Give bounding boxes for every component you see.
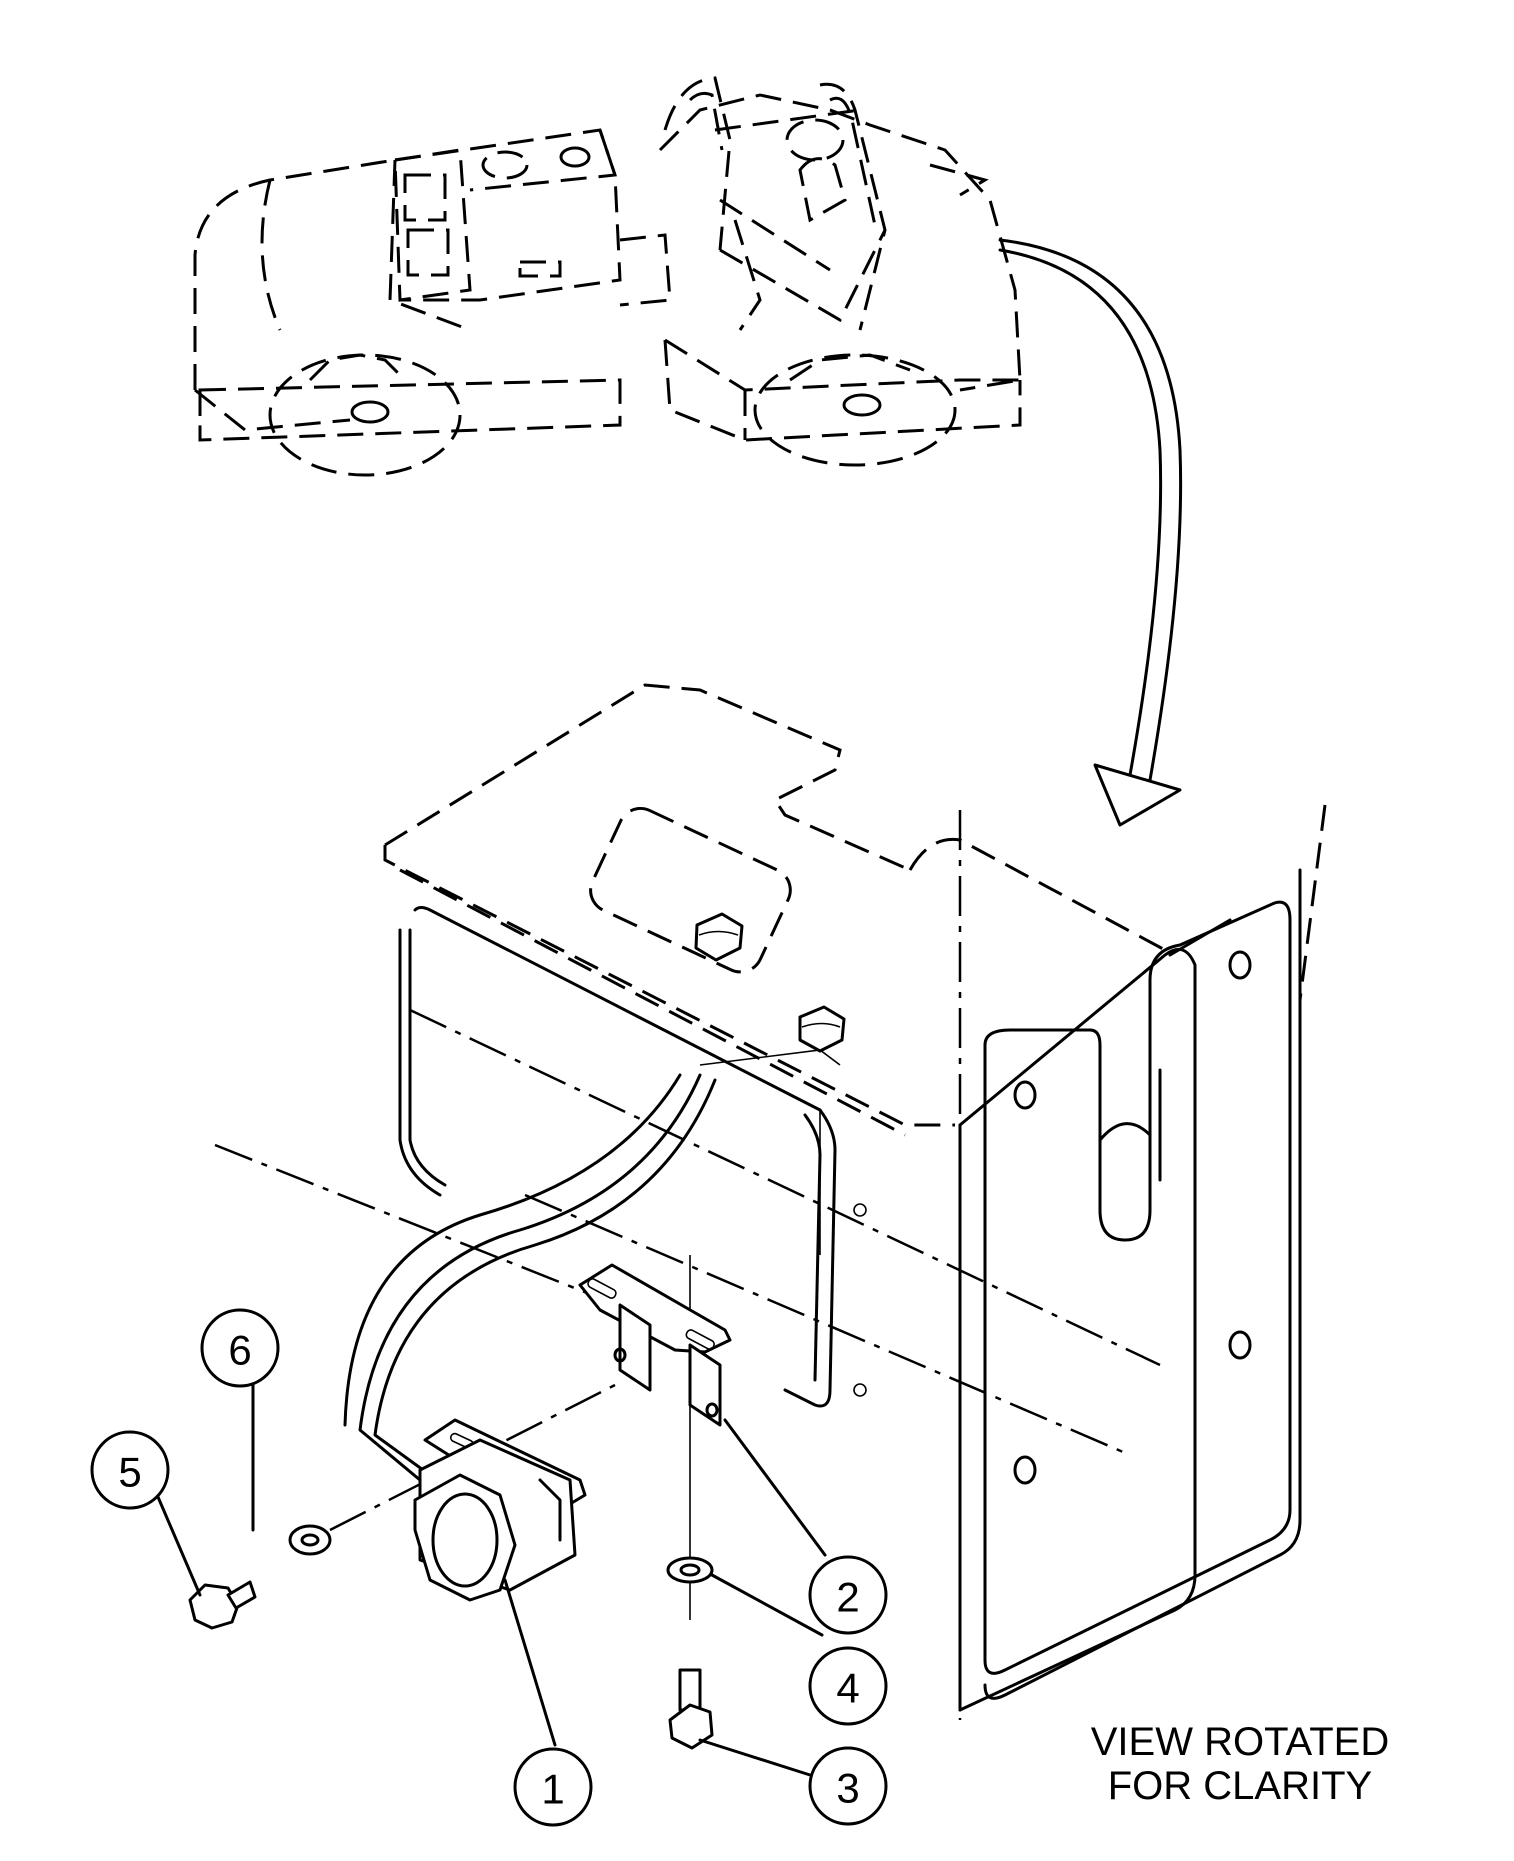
- callout-3-label: 3: [836, 1765, 859, 1812]
- callout-6-label: 6: [228, 1327, 251, 1374]
- callout-1-label: 1: [541, 1766, 564, 1813]
- hex-nut-upper: [694, 912, 744, 962]
- rotation-arrow: [998, 238, 1183, 827]
- hex-nut-lower: [798, 1005, 846, 1053]
- mounting-housing: [398, 804, 1327, 1712]
- callout-4: 4: [808, 1646, 888, 1726]
- callout-5-label: 5: [118, 1449, 141, 1496]
- roller-machine-phantom: [193, 76, 1022, 477]
- washer-item-6: [288, 1524, 332, 1556]
- sensor-cables: [343, 1073, 717, 1482]
- center-lines: [214, 810, 1161, 1720]
- callout-2-label: 2: [836, 1574, 859, 1621]
- washer-item-4: [666, 1556, 714, 1584]
- callout-5: 5: [90, 1430, 170, 1510]
- callout-1: 1: [513, 1747, 593, 1827]
- bolt-item-5: [188, 1580, 257, 1630]
- backup-alarm: [413, 1418, 587, 1602]
- note-line-1: VIEW ROTATED: [1090, 1720, 1390, 1764]
- mounting-bracket: [578, 1263, 732, 1427]
- callout-3: 3: [808, 1746, 888, 1826]
- callout-6: 6: [200, 1308, 280, 1388]
- leader-lines: [153, 1373, 827, 1777]
- platform-plate-phantom: [383, 683, 1166, 1137]
- callout-2: 2: [808, 1555, 888, 1635]
- note-line-2: FOR CLARITY: [1107, 1764, 1373, 1808]
- bolt-item-3: [668, 1668, 714, 1750]
- view-rotated-note: VIEW ROTATED FOR CLARITY: [1040, 1720, 1440, 1808]
- callout-4-label: 4: [836, 1665, 859, 1712]
